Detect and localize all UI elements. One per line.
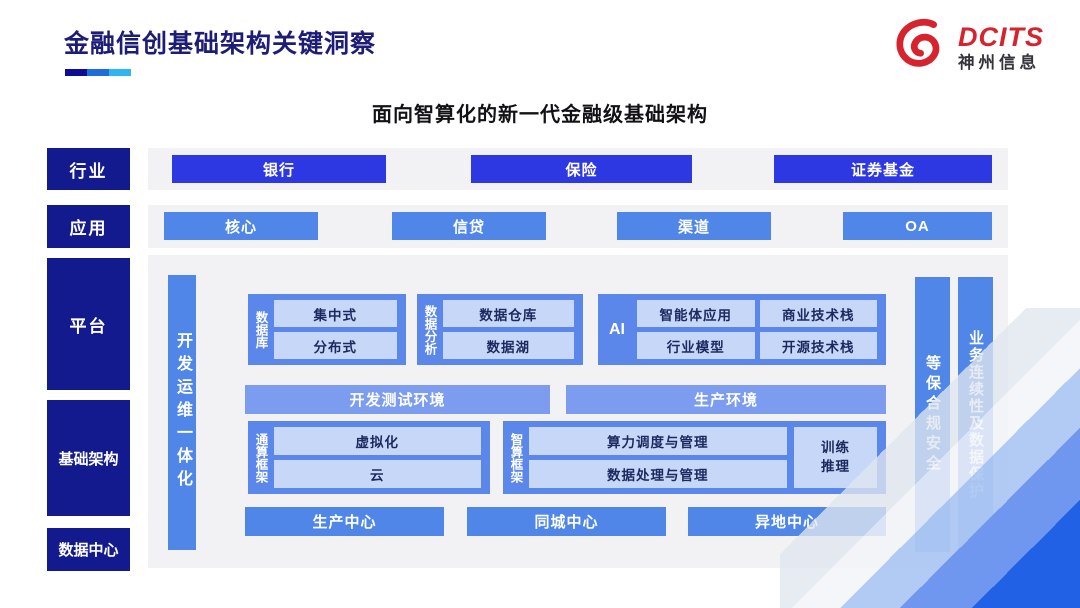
industry-item-securities: 证券基金 bbox=[774, 155, 992, 183]
devops-vertical-bar: 开发运维一体化 bbox=[168, 275, 196, 550]
diagram-title: 面向智算化的新一代金融级基础架构 bbox=[372, 104, 708, 126]
logo-brand-text: DCITS bbox=[958, 21, 1044, 52]
analytics-block: 数据分析 数据仓库 数据湖 bbox=[417, 294, 583, 365]
ai-compute-label: 智算框架 bbox=[508, 432, 523, 483]
underline-seg-dark bbox=[65, 69, 87, 76]
database-item-distributed: 分布式 bbox=[273, 332, 397, 359]
analytics-item-lake: 数据湖 bbox=[442, 332, 574, 359]
database-block: 数据库 集中式 分布式 bbox=[248, 294, 406, 365]
center-remote: 异地中心 bbox=[688, 507, 886, 536]
center-production: 生产中心 bbox=[245, 507, 444, 536]
layer-label-industry: 行业 bbox=[47, 148, 130, 190]
layer-label-datacenter: 数据中心 bbox=[47, 528, 130, 571]
security-compliance-bar: 等保合规安全 bbox=[915, 277, 950, 552]
title-underline bbox=[65, 63, 131, 81]
industry-item-bank: 银行 bbox=[172, 155, 386, 183]
application-item-core: 核心 bbox=[164, 212, 318, 240]
dcits-swirl-icon bbox=[892, 18, 950, 77]
logo-company-text: 神州信息 bbox=[958, 53, 1040, 72]
application-item-channel: 渠道 bbox=[617, 212, 771, 240]
general-compute-label: 通算框架 bbox=[253, 432, 268, 483]
center-same-city: 同城中心 bbox=[467, 507, 666, 536]
ai-item-agent-app: 智能体应用 bbox=[637, 300, 755, 327]
env-production: 生产环境 bbox=[566, 385, 886, 414]
layer-label-platform: 平台 bbox=[47, 258, 130, 390]
analytics-block-label: 数据分析 bbox=[422, 304, 437, 355]
ai-compute-scheduling: 算力调度与管理 bbox=[528, 427, 787, 455]
underline-seg-light bbox=[109, 69, 131, 76]
ai-block-label: AI bbox=[609, 320, 625, 338]
general-compute-block: 通算框架 虚拟化 云 bbox=[248, 421, 490, 494]
application-item-credit: 信贷 bbox=[392, 212, 546, 240]
ai-compute-train-infer: 训练推理 bbox=[794, 427, 877, 488]
ai-item-opensource-stack: 开源技术栈 bbox=[759, 332, 877, 359]
database-item-centralized: 集中式 bbox=[273, 300, 397, 327]
ai-compute-block: 智算框架 算力调度与管理 数据处理与管理 训练推理 bbox=[503, 421, 886, 494]
general-compute-cloud: 云 bbox=[273, 460, 481, 488]
brand-logo: DCITS 神州信息 bbox=[892, 18, 1044, 77]
application-item-oa: OA bbox=[843, 212, 992, 240]
underline-seg-mid bbox=[87, 69, 109, 76]
ai-item-commercial-stack: 商业技术栈 bbox=[759, 300, 877, 327]
industry-item-insurance: 保险 bbox=[471, 155, 692, 183]
ai-block: AI 智能体应用 商业技术栈 行业模型 开源技术栈 bbox=[598, 294, 886, 365]
ai-compute-data-processing: 数据处理与管理 bbox=[528, 460, 787, 488]
env-dev-test: 开发测试环境 bbox=[245, 385, 550, 414]
layer-label-infrastructure: 基础架构 bbox=[47, 400, 130, 516]
business-continuity-bar: 业务连续性及数据保护 bbox=[958, 277, 993, 552]
general-compute-virtualization: 虚拟化 bbox=[273, 427, 481, 455]
layer-label-application: 应用 bbox=[47, 205, 130, 248]
analytics-item-warehouse: 数据仓库 bbox=[442, 300, 574, 327]
page-title: 金融信创基础架构关键洞察 bbox=[64, 30, 377, 58]
database-block-label: 数据库 bbox=[253, 310, 268, 349]
ai-item-industry-model: 行业模型 bbox=[637, 332, 755, 359]
